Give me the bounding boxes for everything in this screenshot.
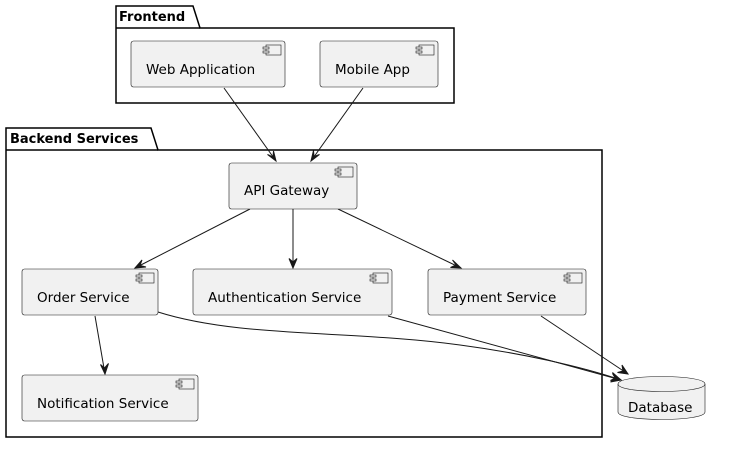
component-order-service-label: Order Service — [37, 290, 130, 306]
package-frontend-title: Frontend — [119, 10, 185, 25]
arrowhead-gateway-from-mobile — [310, 150, 320, 163]
arrowhead-gateway-from-web — [267, 150, 277, 163]
component-icon — [135, 272, 155, 284]
edge-order-to-notification — [94, 315, 106, 375]
package-frontend-border — [115, 5, 455, 104]
component-api-gateway[interactable]: API Gateway — [228, 162, 358, 210]
arrowhead-payment — [450, 259, 463, 269]
arrowhead-notification — [100, 363, 109, 376]
package-backend: Backend Services — [5, 127, 603, 438]
component-icon — [563, 272, 583, 284]
component-payment-service-label: Payment Service — [443, 290, 556, 306]
component-icon — [415, 44, 435, 56]
component-icon — [262, 44, 282, 56]
component-mobile-app-label: Mobile App — [335, 62, 410, 78]
arrowhead-database-from-payment — [617, 364, 630, 375]
component-notification-service-box — [21, 374, 199, 422]
component-web-application-label: Web Application — [146, 62, 255, 78]
arrowhead-auth — [288, 258, 298, 270]
component-order-service[interactable]: Order Service — [21, 268, 159, 316]
component-payment-service-box — [427, 268, 587, 316]
component-mobile-app[interactable]: Mobile App — [319, 40, 439, 88]
edge-gateway-to-payment — [337, 208, 462, 269]
component-authentication-service-box — [192, 268, 393, 316]
component-notification-service[interactable]: Notification Service — [21, 374, 199, 422]
arrowhead-database-from-auth — [610, 373, 623, 383]
component-payment-service[interactable]: Payment Service — [427, 268, 587, 316]
component-web-application-box — [130, 40, 286, 88]
edge-gateway-to-order — [134, 208, 251, 269]
edge-auth-to-database — [387, 315, 622, 381]
edge-web-to-gateway — [223, 87, 277, 162]
component-icon — [369, 272, 389, 284]
edge-mobile-to-gateway — [310, 87, 364, 162]
component-notification-service-label: Notification Service — [37, 396, 169, 412]
component-icon — [175, 378, 195, 390]
component-web-application[interactable]: Web Application — [130, 40, 286, 88]
edges — [94, 87, 629, 381]
edge-payment-to-database — [540, 315, 629, 375]
arrowheads — [100, 150, 630, 383]
component-authentication-service[interactable]: Authentication Service — [192, 268, 393, 316]
package-backend-title: Backend Services — [10, 132, 139, 147]
component-api-gateway-box — [228, 162, 358, 210]
arrowhead-order — [133, 259, 147, 269]
database-icon — [617, 376, 706, 420]
database-node[interactable]: Database — [617, 376, 706, 420]
component-mobile-app-box — [319, 40, 439, 88]
component-icon — [334, 166, 354, 178]
database-label: Database — [628, 400, 692, 416]
component-api-gateway-label: API Gateway — [244, 183, 329, 199]
package-backend-border — [5, 127, 603, 438]
database-top-rim — [617, 383, 706, 392]
component-authentication-service-label: Authentication Service — [208, 290, 361, 306]
package-frontend: Frontend — [115, 5, 455, 104]
edge-order-to-database — [157, 311, 622, 381]
component-order-service-box — [21, 268, 159, 316]
